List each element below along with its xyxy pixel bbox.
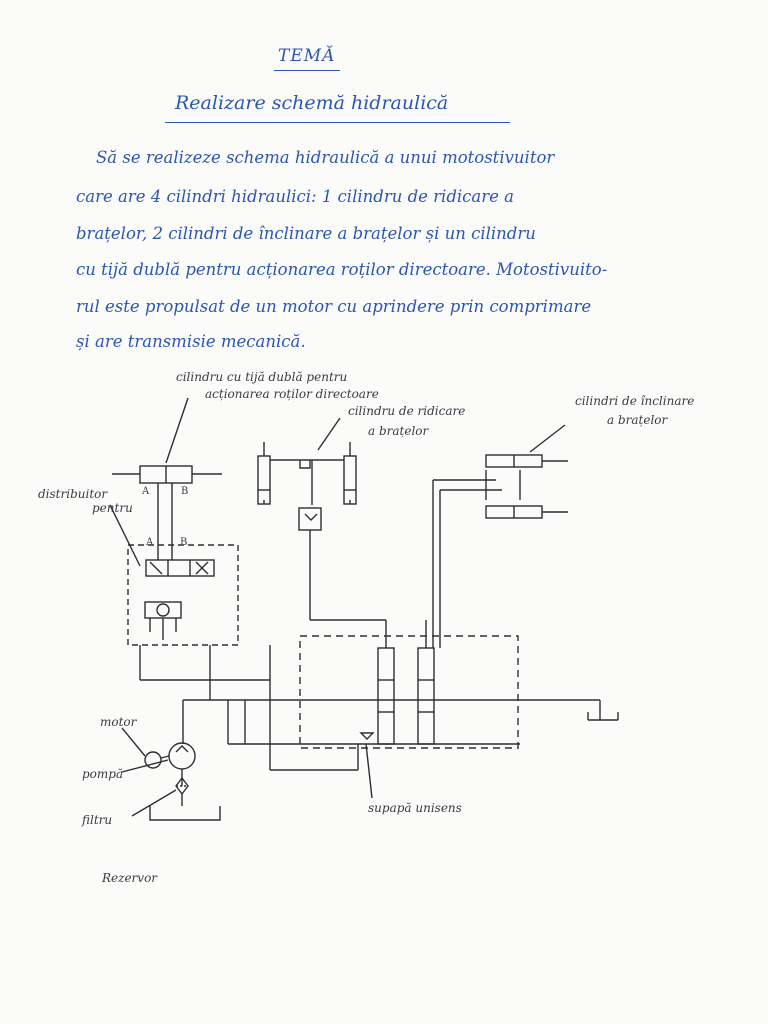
page-subtitle: Realizare schemă hidraulică (175, 92, 449, 114)
control-valves-block (299, 619, 519, 749)
reservoir-label: Rezervor (101, 871, 158, 885)
distributor-label-line1: distribuitor (38, 487, 108, 501)
lift-cylinder-label-line1: cilindru de ridicare (348, 404, 465, 418)
hydraulic-lines (139, 645, 619, 799)
check-valve-label: supapă unisens (368, 801, 462, 815)
motor-icon (144, 751, 162, 769)
port-b-label-top: B (181, 486, 188, 497)
reservoir-icon (149, 806, 221, 821)
port-b-label-distributor: B (180, 537, 187, 548)
pump-label: pompă (82, 767, 123, 781)
body-line-4: cu tijă dublă pentru acționarea roților … (76, 260, 608, 279)
body-line-2: care are 4 cilindri hidraulici: 1 cilind… (76, 187, 514, 206)
steering-cylinder-label-line2: acționarea roților directoare (205, 387, 379, 401)
distributor-label-line2: pentru (92, 501, 133, 515)
page-title: TEMĂ (278, 46, 336, 66)
body-line-1: Să se realizeze schema hidraulică a unui… (96, 148, 555, 167)
steering-distributor (109, 504, 239, 646)
pump-motor-group (121, 727, 221, 821)
tilt-cylinders-label-line1: cilindri de înclinare (575, 394, 694, 408)
filter-icon (175, 776, 189, 796)
port-a-label-top: A (141, 486, 150, 497)
body-line-5: rul este propulsat de un motor cu aprind… (76, 297, 592, 316)
title-underline (274, 70, 340, 71)
port-a-label-distributor: A (145, 537, 154, 548)
lift-cylinder (257, 417, 357, 620)
body-line-6: și are transmisie mecanică. (76, 332, 306, 351)
tilt-cylinders (432, 424, 568, 648)
subtitle-underline (165, 122, 510, 123)
steering-cylinder (112, 397, 222, 540)
body-line-3: brațelor, 2 cilindri de înclinare a braț… (76, 224, 536, 243)
tilt-cylinders-label-line2: a brațelor (607, 413, 669, 427)
lift-cylinder-label-line2: a brațelor (368, 424, 430, 438)
steering-cylinder-label-line1: cilindru cu tijă dublă pentru (176, 370, 347, 384)
motor-label: motor (100, 715, 138, 729)
filter-label: filtru (81, 813, 112, 827)
